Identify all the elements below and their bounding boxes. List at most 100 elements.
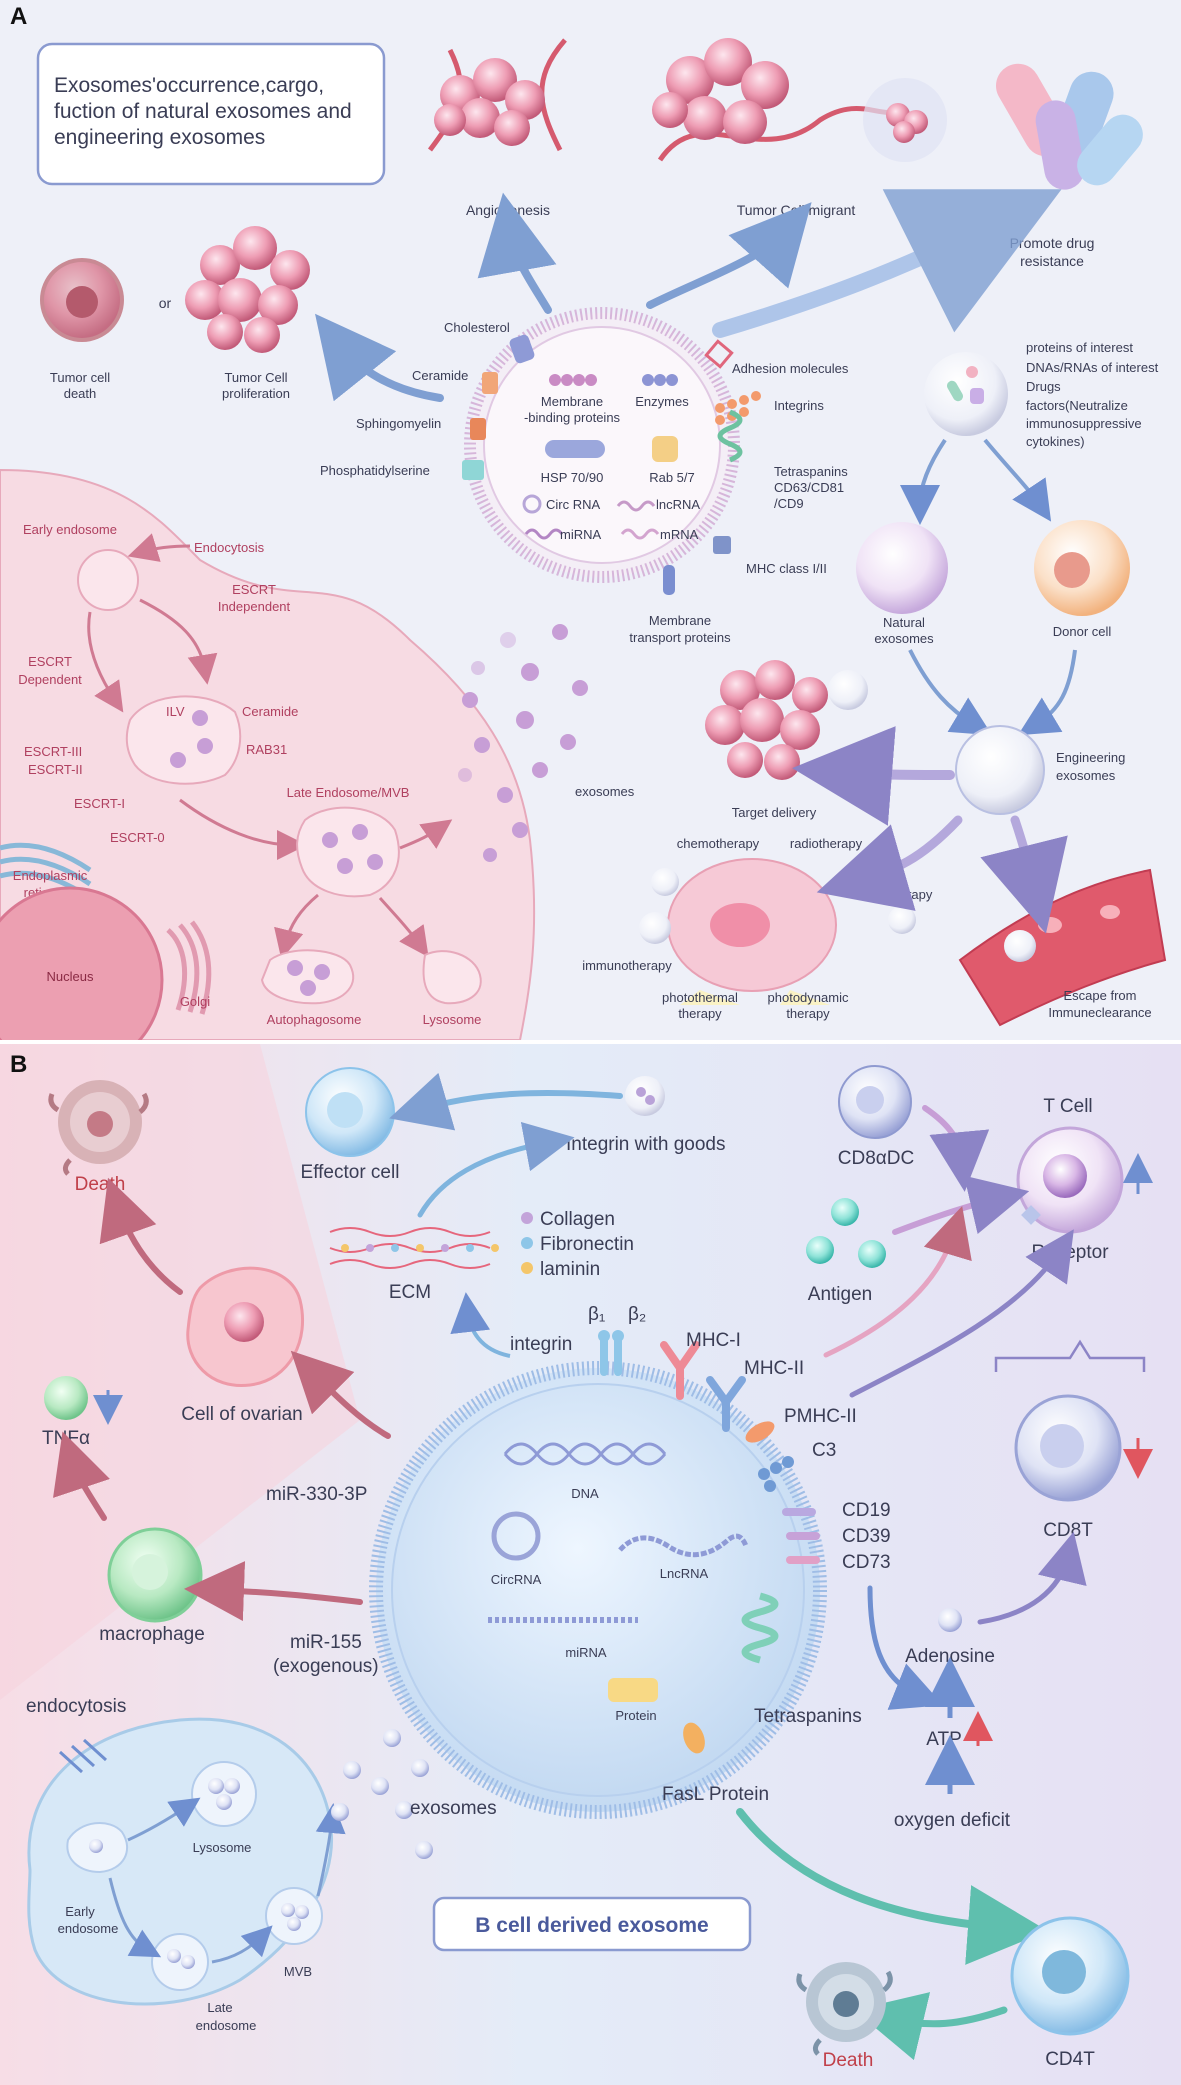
circ-rna-icon xyxy=(522,494,542,514)
cd8t-nucleus xyxy=(1040,1424,1084,1468)
fasl-icon xyxy=(683,1722,705,1754)
hsp-label: HSP 70/90 xyxy=(541,470,604,485)
fibronectin-dot xyxy=(521,1237,533,1249)
integrin-label: integrin xyxy=(510,1334,572,1355)
cargo-vesicle xyxy=(924,352,1008,436)
arrow-escrt-dep xyxy=(87,611,124,713)
lysosome-b-label: Lysosome xyxy=(193,1840,252,1855)
ilv-label: ILV xyxy=(166,704,185,719)
panel-a-title-line1: Exosomes'occurrence,cargo, xyxy=(54,74,324,97)
arrow-macrophage-to-tnfa xyxy=(53,1431,110,1521)
photodynamic-label-2: therapy xyxy=(786,1006,830,1021)
arrow-mvb-to-lysosome xyxy=(378,897,429,958)
cd73-label: CD73 xyxy=(842,1552,891,1573)
adenosine-sphere xyxy=(938,1608,962,1632)
escrt2-label: ESCRT-II xyxy=(28,762,83,777)
panel-a-letter: A xyxy=(10,3,27,30)
dna-label: DNA xyxy=(571,1486,599,1501)
mvb-vesicle xyxy=(352,824,368,840)
beta2-label: β₂ xyxy=(628,1304,646,1325)
endocytosis-label-a: Endocytosis xyxy=(194,540,265,555)
cholesterol-label: Cholesterol xyxy=(444,320,510,335)
enzymes-label: Enzymes xyxy=(635,394,689,409)
adhesion-label: Adhesion molecules xyxy=(732,361,849,376)
photothermal-label-2: therapy xyxy=(678,1006,722,1021)
arrow-ovarian-to-death xyxy=(99,1177,183,1295)
red-blood-cell xyxy=(1038,917,1062,933)
arrow-mhc1-to-tcell xyxy=(823,1206,972,1358)
mvb-vesicle xyxy=(367,854,383,870)
tetraspanins-label-2: CD63/CD81 xyxy=(774,480,844,495)
tcell-nucleus xyxy=(1043,1154,1087,1198)
b-secreted-exosomes xyxy=(331,1729,433,1859)
mvb-b-label: MVB xyxy=(284,1964,312,1979)
tnfa-label: TNFα xyxy=(42,1428,90,1449)
cd19-icon xyxy=(782,1508,816,1516)
escrt1-label: ESCRT-I xyxy=(74,796,125,811)
early-endosome-label: Early endosome xyxy=(23,522,117,537)
cargo-protein-icon xyxy=(970,388,984,404)
c3-label: C3 xyxy=(812,1440,836,1461)
integrins-label: Integrins xyxy=(774,398,824,413)
photo-beam-left xyxy=(680,990,740,1005)
early-b-label-1: Early xyxy=(65,1904,95,1919)
arrow-mir330-to-ovarian xyxy=(290,1350,391,1439)
mhc-icon xyxy=(713,536,731,554)
autophagosome-vesicle xyxy=(287,960,303,976)
mvb-b-vesicle xyxy=(295,1905,309,1919)
protein-label: Protein xyxy=(615,1708,656,1723)
beta1-label: β₁ xyxy=(588,1304,605,1325)
exosomes-b-label: exosomes xyxy=(410,1798,497,1819)
tumor-proliferation-cluster xyxy=(185,226,310,353)
sphingomyelin-label: Sphingomyelin xyxy=(356,416,441,431)
ilv-vesicle xyxy=(197,738,213,754)
panel-b-letter: B xyxy=(10,1051,27,1078)
mhc2-icon xyxy=(706,1376,746,1432)
or-label: or xyxy=(159,295,172,311)
autophagosome xyxy=(260,949,355,1005)
drug-capsules-icon xyxy=(996,63,1143,190)
arrow-goods-to-effector xyxy=(389,1072,623,1131)
pmhc2-icon xyxy=(745,1421,775,1443)
escape-label-2: Immuneclearance xyxy=(1048,1005,1151,1020)
dna-icon xyxy=(503,1442,667,1466)
early-endosome xyxy=(77,549,139,611)
mhc1-icon xyxy=(660,1341,700,1400)
mhc2-label: MHC-II xyxy=(744,1358,804,1379)
death-top-label: Death xyxy=(75,1174,126,1195)
ecm-label: ECM xyxy=(389,1282,431,1303)
panel-divider xyxy=(0,1040,1181,1044)
arrow-mvb-to-exosomes xyxy=(315,1803,346,1897)
ceramide-label: Ceramide xyxy=(412,368,468,383)
mir155-label-1: miR-155 xyxy=(290,1632,362,1653)
angiogenesis-label: Angiogenesis xyxy=(466,202,550,218)
death-cell-bottom xyxy=(796,1962,893,2056)
early-endosome-b-vesicle xyxy=(89,1839,103,1853)
ilv-vesicle xyxy=(170,752,186,768)
goods-dot xyxy=(636,1087,646,1097)
cd39-label: CD39 xyxy=(842,1526,891,1547)
arrow-to-angiogenesis xyxy=(477,192,557,314)
target-delivery-label: Target delivery xyxy=(732,805,817,820)
lncrna-label: lncRNA xyxy=(656,497,700,512)
fibronectin-label: Fibronectin xyxy=(540,1234,634,1255)
late-endosome-label: Late Endosome/MVB xyxy=(287,785,410,800)
arrow-donor-to-eng xyxy=(1017,649,1077,736)
tumor-migrant-cluster xyxy=(652,38,947,162)
phosphatidylserine-label: Phosphatidylserine xyxy=(320,463,430,478)
arrow-to-escape xyxy=(980,815,1068,934)
b-exosome-inner xyxy=(391,1383,805,1797)
arrow-mir155-to-macrophage xyxy=(184,1561,363,1622)
tetraspanins-b-icon xyxy=(741,1592,779,1664)
tumor-cell-death-icon xyxy=(40,258,124,342)
ecm-fibers xyxy=(329,1227,499,1269)
circ-rna-label: Circ RNA xyxy=(546,497,600,512)
host-cell xyxy=(0,468,536,1041)
cargo-label-2: DNAs/RNAs of interest xyxy=(1026,360,1159,375)
b-cell-endocytosis-arrows xyxy=(58,1738,108,1774)
escrt-ind-label-2: Independent xyxy=(218,599,291,614)
lysosome-b-vesicle xyxy=(224,1778,240,1794)
er-label-1: Endoplasmic xyxy=(13,868,88,883)
eng-label-2: exosomes xyxy=(1056,768,1116,783)
photodynamic-label-1: photodynamic xyxy=(768,990,849,1005)
